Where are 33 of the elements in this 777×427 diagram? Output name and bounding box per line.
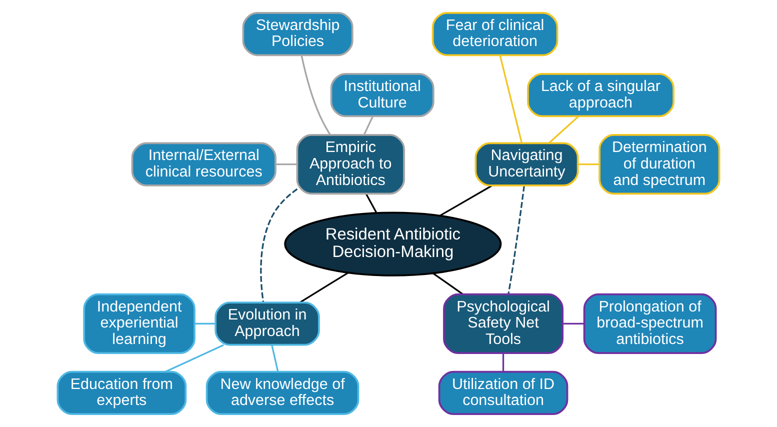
- connector: [432, 272, 464, 295]
- node-box: Fear of clinical deterioration: [432, 12, 558, 56]
- node-box: Lack of a singular approach: [526, 73, 674, 118]
- node-box: Utilization of ID consultation: [438, 370, 568, 416]
- connector: [499, 54, 523, 144]
- connector: [363, 116, 374, 136]
- node-ellipse: Resident Antibiotic Decision-Making: [284, 212, 502, 276]
- connector: [562, 322, 584, 325]
- node-box: Independent experiential learning: [83, 293, 196, 354]
- node-box: Stewardship Policies: [242, 12, 354, 56]
- node-box: Evolution in Approach: [214, 302, 320, 346]
- node-box: Psychological Safety Net Tools: [443, 293, 564, 354]
- connector: [508, 186, 525, 294]
- node-box: Empiric Approach to Antibiotics: [296, 134, 405, 195]
- connector: [260, 188, 298, 302]
- connector: [502, 353, 504, 372]
- connector: [440, 184, 492, 216]
- connector: [299, 272, 348, 304]
- connector: [271, 344, 279, 372]
- connector: [276, 164, 297, 166]
- connector: [194, 322, 216, 325]
- connector: [548, 116, 580, 144]
- connector: [365, 193, 377, 213]
- node-box: Institutional Culture: [330, 73, 434, 118]
- node-box: New knowledge of adverse effects: [206, 370, 360, 416]
- node-box: Prolongation of broad-spectrum antibiotics: [583, 293, 717, 354]
- node-box: Education from experts: [56, 370, 187, 416]
- node-box: Internal/External clinical resources: [131, 142, 276, 186]
- connector: [165, 344, 224, 372]
- node-box: Navigating Uncertainty: [474, 142, 579, 186]
- connector: [578, 164, 600, 166]
- connector: [300, 55, 331, 136]
- node-box: Determination of duration and spectrum: [598, 134, 720, 195]
